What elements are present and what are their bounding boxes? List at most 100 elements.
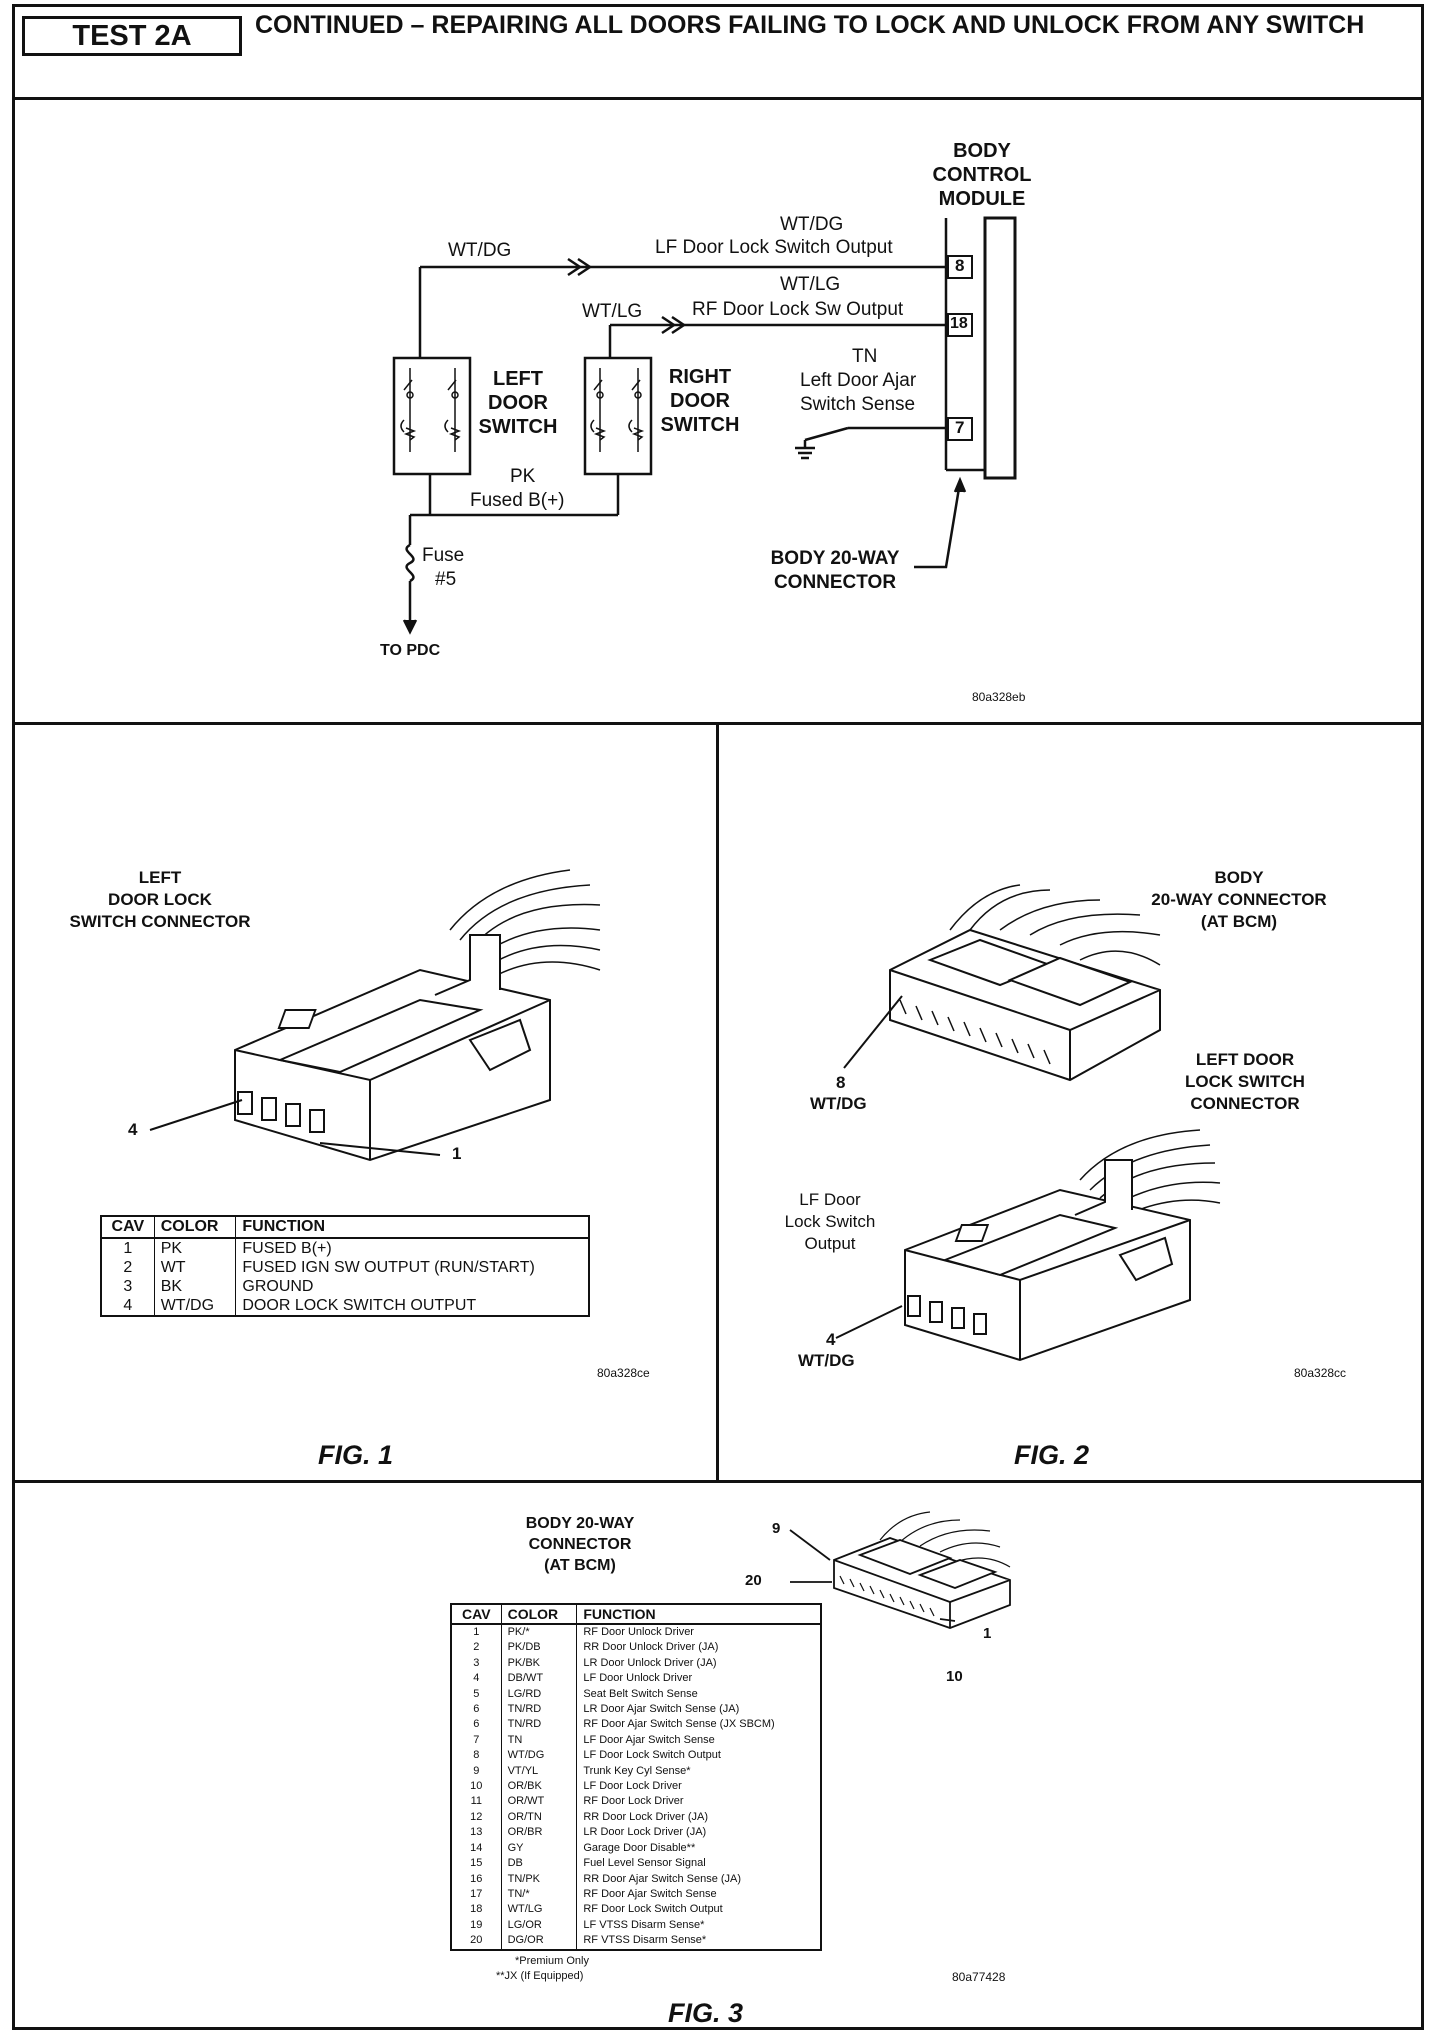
- fig2-callout-8-leader: [843, 995, 903, 1069]
- wire-connector-chevron: [567, 257, 593, 277]
- table-header: FUNCTION: [235, 1216, 589, 1239]
- fig3-callouts: [789, 1529, 956, 1622]
- fig2-body-title-2: 20-WAY CONNECTOR: [1151, 890, 1327, 909]
- fig2-lf-label-3: Output: [804, 1234, 856, 1253]
- fig1-title-2: DOOR LOCK: [108, 890, 212, 909]
- pin-18-box: [947, 313, 973, 337]
- fig1-ref-code: 80a328ce: [597, 1366, 650, 1380]
- cavity-cell: 19: [451, 1917, 502, 1934]
- color-cell: PK: [154, 1238, 237, 1258]
- right-door-switch: [583, 356, 653, 476]
- function-cell: LR Door Ajar Switch Sense (JA): [583, 1703, 740, 1716]
- function-cell: FUSED B(+): [242, 1240, 332, 1257]
- color-cell: DG/OR: [501, 1933, 578, 1950]
- color-cell: WT/DG: [154, 1296, 237, 1316]
- table-header: COLOR: [501, 1604, 578, 1625]
- wire-connector-chevron: [661, 315, 687, 335]
- pin-8-label: 8: [955, 256, 965, 275]
- fig1-callout-4: 4: [128, 1120, 138, 1139]
- fig3-callout-9: 9: [772, 1520, 781, 1537]
- pin-8-box: [947, 255, 973, 279]
- function-cell: LR Door Lock Driver (JA): [583, 1826, 707, 1839]
- fig3-label: FIG. 3: [668, 1998, 744, 2028]
- feed-function: Fused B(+): [470, 490, 565, 511]
- connector-label-2: CONNECTOR: [773, 572, 897, 593]
- pin-7-label: 7: [955, 418, 965, 437]
- body-20-way-connector: [889, 884, 1161, 1082]
- cavity-cell: 7: [451, 1732, 502, 1749]
- cavity-cell: 11: [451, 1794, 502, 1810]
- cavity-cell: 5: [451, 1686, 502, 1703]
- color-cell: DB: [501, 1856, 578, 1872]
- color-cell: VT/YL: [501, 1763, 578, 1780]
- color-cell: PK/DB: [501, 1640, 578, 1656]
- test-label: TEST 2A: [22, 16, 242, 56]
- fig1-callouts: [149, 1099, 441, 1156]
- function-cell: LR Door Unlock Driver (JA): [583, 1656, 717, 1669]
- cavity-cell: 6: [451, 1702, 502, 1718]
- fig2-body-title-1: BODY: [1214, 868, 1264, 887]
- table-header: CAV: [451, 1604, 502, 1625]
- fig3-title-1: BODY 20-WAY: [525, 1515, 635, 1532]
- left-door-lock-switch-connector-2: [904, 1129, 1221, 1362]
- color-cell: TN/*: [501, 1886, 578, 1903]
- cavity-cell: 10: [451, 1779, 502, 1795]
- fig1-title-1: LEFT: [138, 868, 182, 887]
- left-switch-label-2: DOOR: [488, 392, 548, 414]
- function-cell: LF Door Lock Switch Output: [583, 1749, 721, 1762]
- cavity-cell: 2: [101, 1258, 155, 1277]
- right-switch-label-2: DOOR: [670, 390, 730, 412]
- color-cell: OR/TN: [501, 1809, 578, 1826]
- wire3-function-1: Left Door Ajar: [800, 370, 917, 391]
- left-door-lock-switch-connector: [234, 869, 601, 1162]
- fig2-left-title-1: LEFT DOOR: [1195, 1050, 1295, 1069]
- function-cell: RR Door Unlock Driver (JA): [583, 1641, 719, 1654]
- function-cell: LF Door Ajar Switch Sense: [583, 1733, 715, 1746]
- cavity-cell: 13: [451, 1825, 502, 1841]
- cavity-cell: 17: [451, 1886, 502, 1903]
- table-header: COLOR: [154, 1216, 237, 1239]
- cavity-cell: 3: [451, 1655, 502, 1672]
- cavity-cell: 20: [451, 1933, 502, 1950]
- wire2-color-right: WT/LG: [780, 274, 841, 295]
- fig3-title-2: CONNECTOR: [528, 1536, 632, 1553]
- color-cell: WT/LG: [501, 1902, 578, 1918]
- function-cell: RR Door Ajar Switch Sense (JA): [583, 1872, 742, 1885]
- function-cell: DOOR LOCK SWITCH OUTPUT: [242, 1297, 477, 1314]
- color-cell: OR/BR: [501, 1825, 578, 1841]
- left-door-switch: [392, 356, 472, 476]
- color-cell: OR/WT: [501, 1794, 578, 1810]
- color-cell: OR/BK: [501, 1779, 578, 1795]
- fig2-ref-code: 80a328cc: [1294, 1366, 1347, 1380]
- color-cell: LG/OR: [501, 1917, 578, 1934]
- fig2-callout-4: 4: [826, 1330, 836, 1349]
- fig2-callout-8-color: WT/DG: [810, 1094, 867, 1113]
- function-cell: LF Door Lock Driver: [583, 1780, 682, 1793]
- function-cell: RF Door Unlock Driver: [583, 1626, 694, 1638]
- right-switch-label-1: RIGHT: [668, 366, 732, 388]
- table-header: FUNCTION: [576, 1604, 821, 1625]
- bcm-label-1: BODY: [953, 140, 1011, 162]
- cavity-cell: 8: [451, 1748, 502, 1764]
- feed-color: PK: [510, 466, 536, 487]
- right-switch-label-3: SWITCH: [660, 414, 740, 436]
- function-cell: RF Door Lock Driver: [583, 1795, 684, 1808]
- fuse-number: #5: [435, 569, 457, 590]
- wire3-function-2: Switch Sense: [800, 394, 916, 415]
